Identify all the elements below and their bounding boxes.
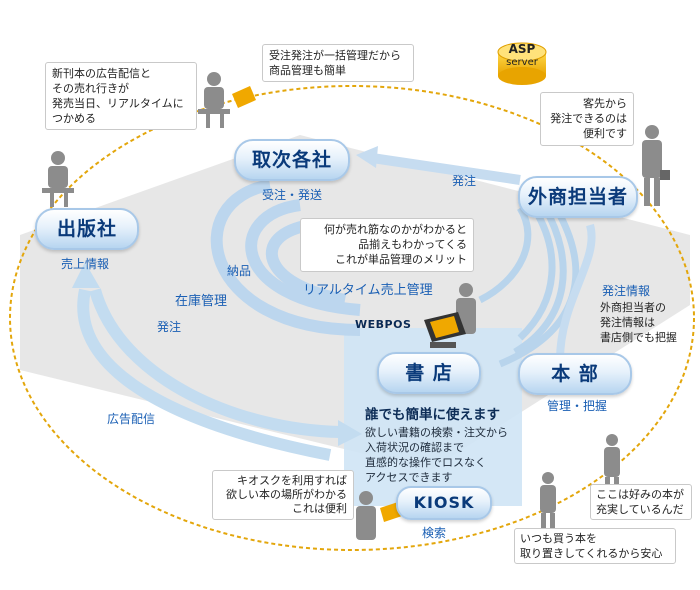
note-merit-2: 品揃えもわかってくる [358,238,467,251]
note-merit-1: 何が売れ筋なのかがわかると [324,223,467,236]
asp-subtitle: server [506,57,538,68]
person-customer2-icon [540,472,556,535]
asp-server-icon [497,42,547,85]
arrow-hq [556,223,596,361]
person-publisher-icon [42,151,74,207]
note-distributor-1: 受注発注が一括管理だから [269,49,401,62]
note-publisher-3: 発売当日、リアルタイムに [52,97,184,110]
webpos-logo: WEBPOS [355,318,412,331]
note-distributor-2: 商品管理も簡単 [269,64,346,77]
label-inventory: 在庫管理 [175,294,228,309]
note-kiosk-1: キオスクを利用すれば [237,474,347,487]
callout-publisher: 新刊本の広告配信と その売れ行きが 発売当日、リアルタイムに つかめる [45,62,197,130]
arrowhead-publisher [72,262,100,288]
note-customer2-1: いつも買う本を [520,532,597,545]
node-publisher: 出版社 [35,208,139,250]
note-publisher-2: その売れ行きが [52,82,129,95]
callout-sales-rep: 客先から 発注できるのは 便利です [540,92,634,146]
bookstore-feature-4: アクセスできます [365,471,453,484]
bookstore-headline: 誰でも簡単に使えます [365,407,500,423]
note-kiosk-2: 欲しい本の場所がわかる [226,488,347,501]
arrowhead-bookstore [338,420,362,446]
publisher-arrows [77,288,341,461]
callout-customer1: ここは好みの本が 充実しているんだ [590,484,692,520]
callout-distributor: 受注発注が一括管理だから 商品管理も簡単 [262,44,414,82]
label-ad: 広告配信 [107,412,156,426]
note-sales-rep-2: 発注できるのは [550,112,627,125]
label-publisher-sub: 売上情報 [61,257,110,271]
person-sales-rep-icon [642,125,670,206]
label-delivery: 納品 [227,264,252,278]
network-ellipse [9,85,695,551]
note-customer1-1: ここは好みの本が [596,488,684,501]
note-kiosk-3: これは便利 [292,502,347,515]
node-kiosk: KIOSK [396,486,492,520]
node-distributor: 取次各社 [234,139,350,181]
note-hq-3: 書店側でも把握 [600,331,677,344]
note-customer2-2: 取り置きしてくれるから安心 [520,547,663,560]
label-order-left: 発注 [157,320,182,334]
node-hq: 本 部 [518,353,632,395]
callout-customer2: いつも買う本を 取り置きしてくれるから安心 [514,528,676,564]
sales-rep-arcs [478,206,580,368]
bookstore-feature-1: 欲しい書籍の検索・注文から [365,426,508,439]
label-hq-sub: 管理・把握 [547,399,608,413]
asp-title: ASP [508,42,536,56]
bookstore-feature-3: 直感的な操作でロスなく [365,456,486,469]
node-bookstore: 書 店 [377,352,481,394]
note-sales-rep-3: 便利です [583,127,627,140]
arrow-order-top [371,153,521,185]
swoosh-arrows [210,179,361,336]
arrowhead-distributor [356,146,378,168]
callout-merit: 何が売れ筋なのかがわかると 品揃えもわかってくる これが単品管理のメリット [300,218,474,272]
label-order-top: 発注 [452,174,477,188]
person-distributor-icon [198,72,256,128]
note-sales-rep-1: 客先から [583,97,627,110]
note-customer1-2: 充実しているんだ [596,503,684,516]
label-distributor-sub: 受注・発送 [262,188,323,202]
bookstore-feature-2: 入荷状況の確認まで [365,441,464,454]
note-publisher-4: つかめる [52,112,96,125]
note-publisher-1: 新刊本の広告配信と [52,67,151,80]
note-merit-3: これが単品管理のメリット [335,253,467,266]
label-realtime: リアルタイム売上管理 [303,283,433,298]
note-hq-1: 外商担当者の [600,301,666,314]
webpos-terminal-icon [424,312,466,348]
label-order-info: 発注情報 [602,284,651,298]
callout-kiosk: キオスクを利用すれば 欲しい本の場所がわかる これは便利 [212,470,354,520]
note-hq-2: 発注情報は [600,316,655,329]
node-sales-rep: 外商担当者 [518,176,638,218]
label-kiosk-sub: 検索 [422,526,447,540]
